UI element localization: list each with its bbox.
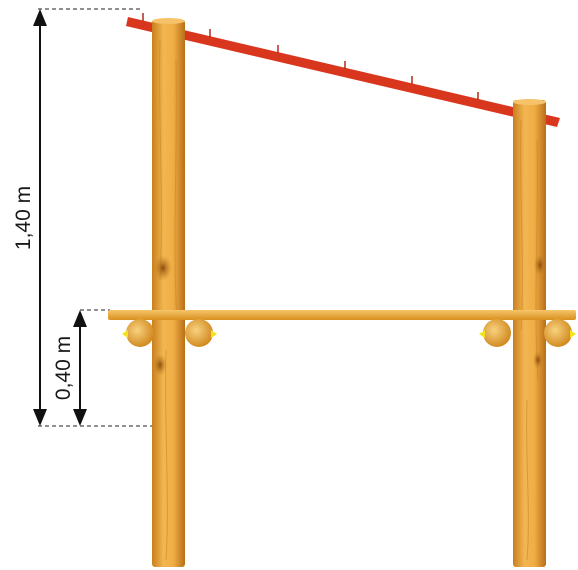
- total-height-label: 1,40 m: [12, 186, 35, 250]
- bench-height-dimension: 0,40 m: [52, 310, 87, 426]
- bench-bracket: [185, 319, 213, 347]
- left-post: [152, 18, 185, 567]
- bench-bracket: [544, 319, 572, 347]
- bench-bracket: [483, 319, 511, 347]
- right-post-body: [513, 100, 546, 567]
- wood-knot: [533, 351, 543, 369]
- arrow-up-icon: [73, 310, 87, 327]
- bench-height-label: 0,40 m: [52, 336, 75, 400]
- bench: [108, 310, 576, 347]
- roof-beam-body: [126, 17, 560, 127]
- bench-seat: [108, 310, 576, 320]
- left-post-body: [152, 20, 185, 567]
- roof-beam-screws: [142, 13, 479, 100]
- right-post: [513, 99, 546, 567]
- bolt-icon: [122, 330, 128, 338]
- roof-beam: [126, 13, 560, 127]
- left-post-top: [152, 18, 185, 24]
- bench-bracket: [126, 319, 154, 347]
- bolt-icon: [211, 330, 217, 338]
- arrow-down-icon: [73, 409, 87, 426]
- bench-brackets-left: [122, 319, 217, 347]
- bench-brackets-right: [479, 319, 576, 347]
- wood-knot: [154, 255, 172, 281]
- total-height-dimension: 1,40 m: [12, 9, 47, 426]
- bolt-icon: [479, 330, 485, 338]
- arrow-up-icon: [33, 9, 47, 26]
- bolt-icon: [570, 330, 576, 338]
- dimension-reference-lines: [38, 8, 152, 427]
- wood-grain: [159, 39, 178, 561]
- wood-knot: [534, 254, 546, 276]
- wood-knot: [153, 354, 167, 376]
- right-post-top: [513, 99, 546, 105]
- arrow-down-icon: [33, 409, 47, 426]
